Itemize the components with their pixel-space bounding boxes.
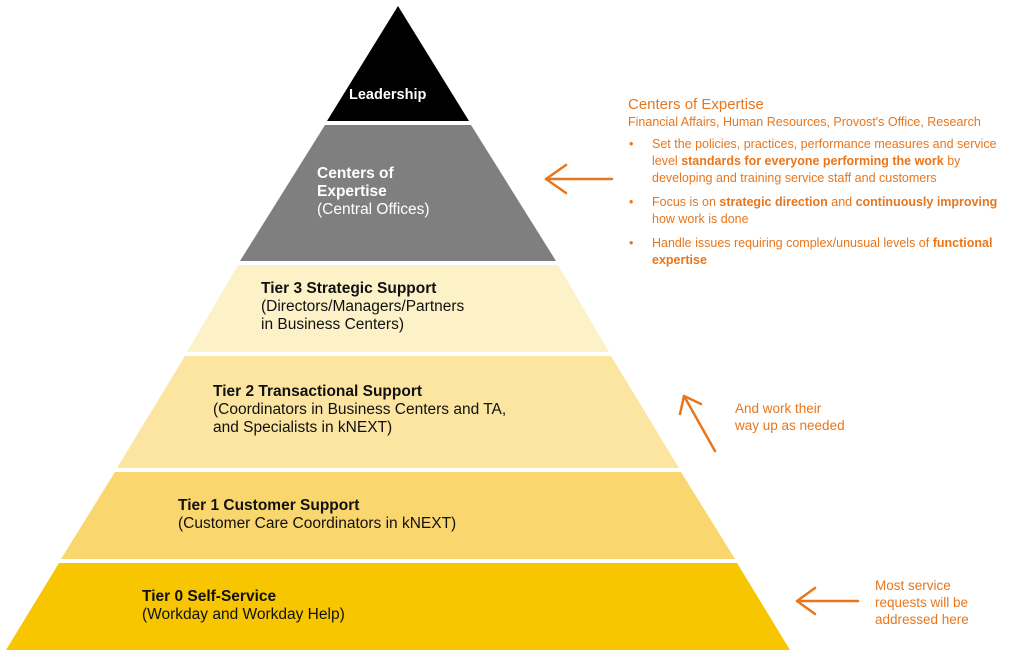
- bullet-icon: •: [629, 195, 634, 209]
- bullet-text: Set the policies, practices, performance…: [652, 137, 997, 168]
- bullet-icon: •: [629, 137, 634, 151]
- work-up-line1: And work their: [735, 401, 822, 416]
- bullet-emphasis: functional expertise: [652, 236, 993, 267]
- tier2-label: Tier 2 Transactional Support (Coordinato…: [213, 383, 506, 437]
- coe-bullet-3: • Handle issues requiring complex/unusua…: [628, 235, 1020, 269]
- pyramid-level-tier2: [117, 356, 679, 468]
- leadership-label: Leadership: [349, 86, 426, 104]
- coe-bullet-2: • Focus is on strategic direction and co…: [628, 194, 1020, 228]
- tier3-label: Tier 3 Strategic Support (Directors/Mana…: [261, 280, 464, 334]
- coe-label: Centers of Expertise (Central Offices): [317, 165, 430, 219]
- coe-panel-title: Centers of Expertise: [628, 96, 764, 113]
- leadership-title: Leadership: [349, 87, 427, 103]
- bullet-icon: •: [629, 236, 634, 250]
- most-line1: Most service: [875, 578, 951, 593]
- tier2-line1: (Coordinators in Business Centers and TA…: [213, 401, 507, 418]
- coe-title-line1: Centers of: [317, 165, 394, 182]
- coe-panel-subtitle: Financial Affairs, Human Resources, Prov…: [628, 115, 981, 129]
- pyramid-level-tier1: [61, 472, 735, 559]
- tier3-line1: (Directors/Managers/Partners: [261, 298, 465, 315]
- tier1-title: Tier 1 Customer Support: [178, 497, 360, 514]
- tier3-line2: in Business Centers): [261, 316, 405, 333]
- coe-bullet-1: • Set the policies, practices, performan…: [628, 136, 1020, 187]
- most-line3: addressed here: [875, 612, 969, 627]
- tier0-line1: (Workday and Workday Help): [142, 606, 345, 623]
- tier3-title: Tier 3 Strategic Support: [261, 280, 437, 297]
- arrow-left-icon: [544, 163, 614, 195]
- most-requests-note: Most service requests will be addressed …: [875, 577, 969, 628]
- pyramid-level-coe: [240, 125, 556, 261]
- tier1-label: Tier 1 Customer Support (Customer Care C…: [178, 497, 456, 533]
- bullet-text: and: [827, 195, 856, 209]
- bullet-emphasis: strategic direction: [719, 195, 828, 209]
- tier0-label: Tier 0 Self-Service (Workday and Workday…: [142, 588, 345, 624]
- arrow-up-left-icon: [678, 394, 717, 453]
- most-line2: requests will be: [875, 595, 969, 610]
- bullet-emphasis: continuously improving: [855, 195, 998, 209]
- pyramid-level-leadership: [327, 6, 469, 121]
- coe-subtitle: (Central Offices): [317, 201, 430, 218]
- tier1-line1: (Customer Care Coordinators in kNEXT): [178, 515, 457, 532]
- tier2-title: Tier 2 Transactional Support: [213, 383, 423, 400]
- arrow-left-icon: [795, 586, 860, 616]
- bullet-text: by developing and training service staff…: [652, 154, 961, 185]
- pyramid-level-tier3: [187, 265, 609, 352]
- bullet-text: Handle issues requiring complex/unusual …: [652, 236, 933, 250]
- bullet-text: how work is done: [652, 212, 749, 226]
- pyramid-level-tier0: [6, 563, 790, 650]
- tier2-line2: and Specialists in kNEXT): [213, 419, 393, 436]
- coe-title-line2: Expertise: [317, 183, 387, 200]
- bullet-emphasis: standards for everyone performing the wo…: [681, 154, 944, 168]
- bullet-text: Focus is on: [652, 195, 720, 209]
- work-up-note: And work their way up as needed: [735, 400, 845, 434]
- coe-description-panel: Centers of Expertise Financial Affairs, …: [628, 96, 1020, 276]
- coe-bullet-list: • Set the policies, practices, performan…: [628, 136, 1020, 269]
- work-up-line2: way up as needed: [735, 418, 845, 433]
- tier0-title: Tier 0 Self-Service: [142, 588, 277, 605]
